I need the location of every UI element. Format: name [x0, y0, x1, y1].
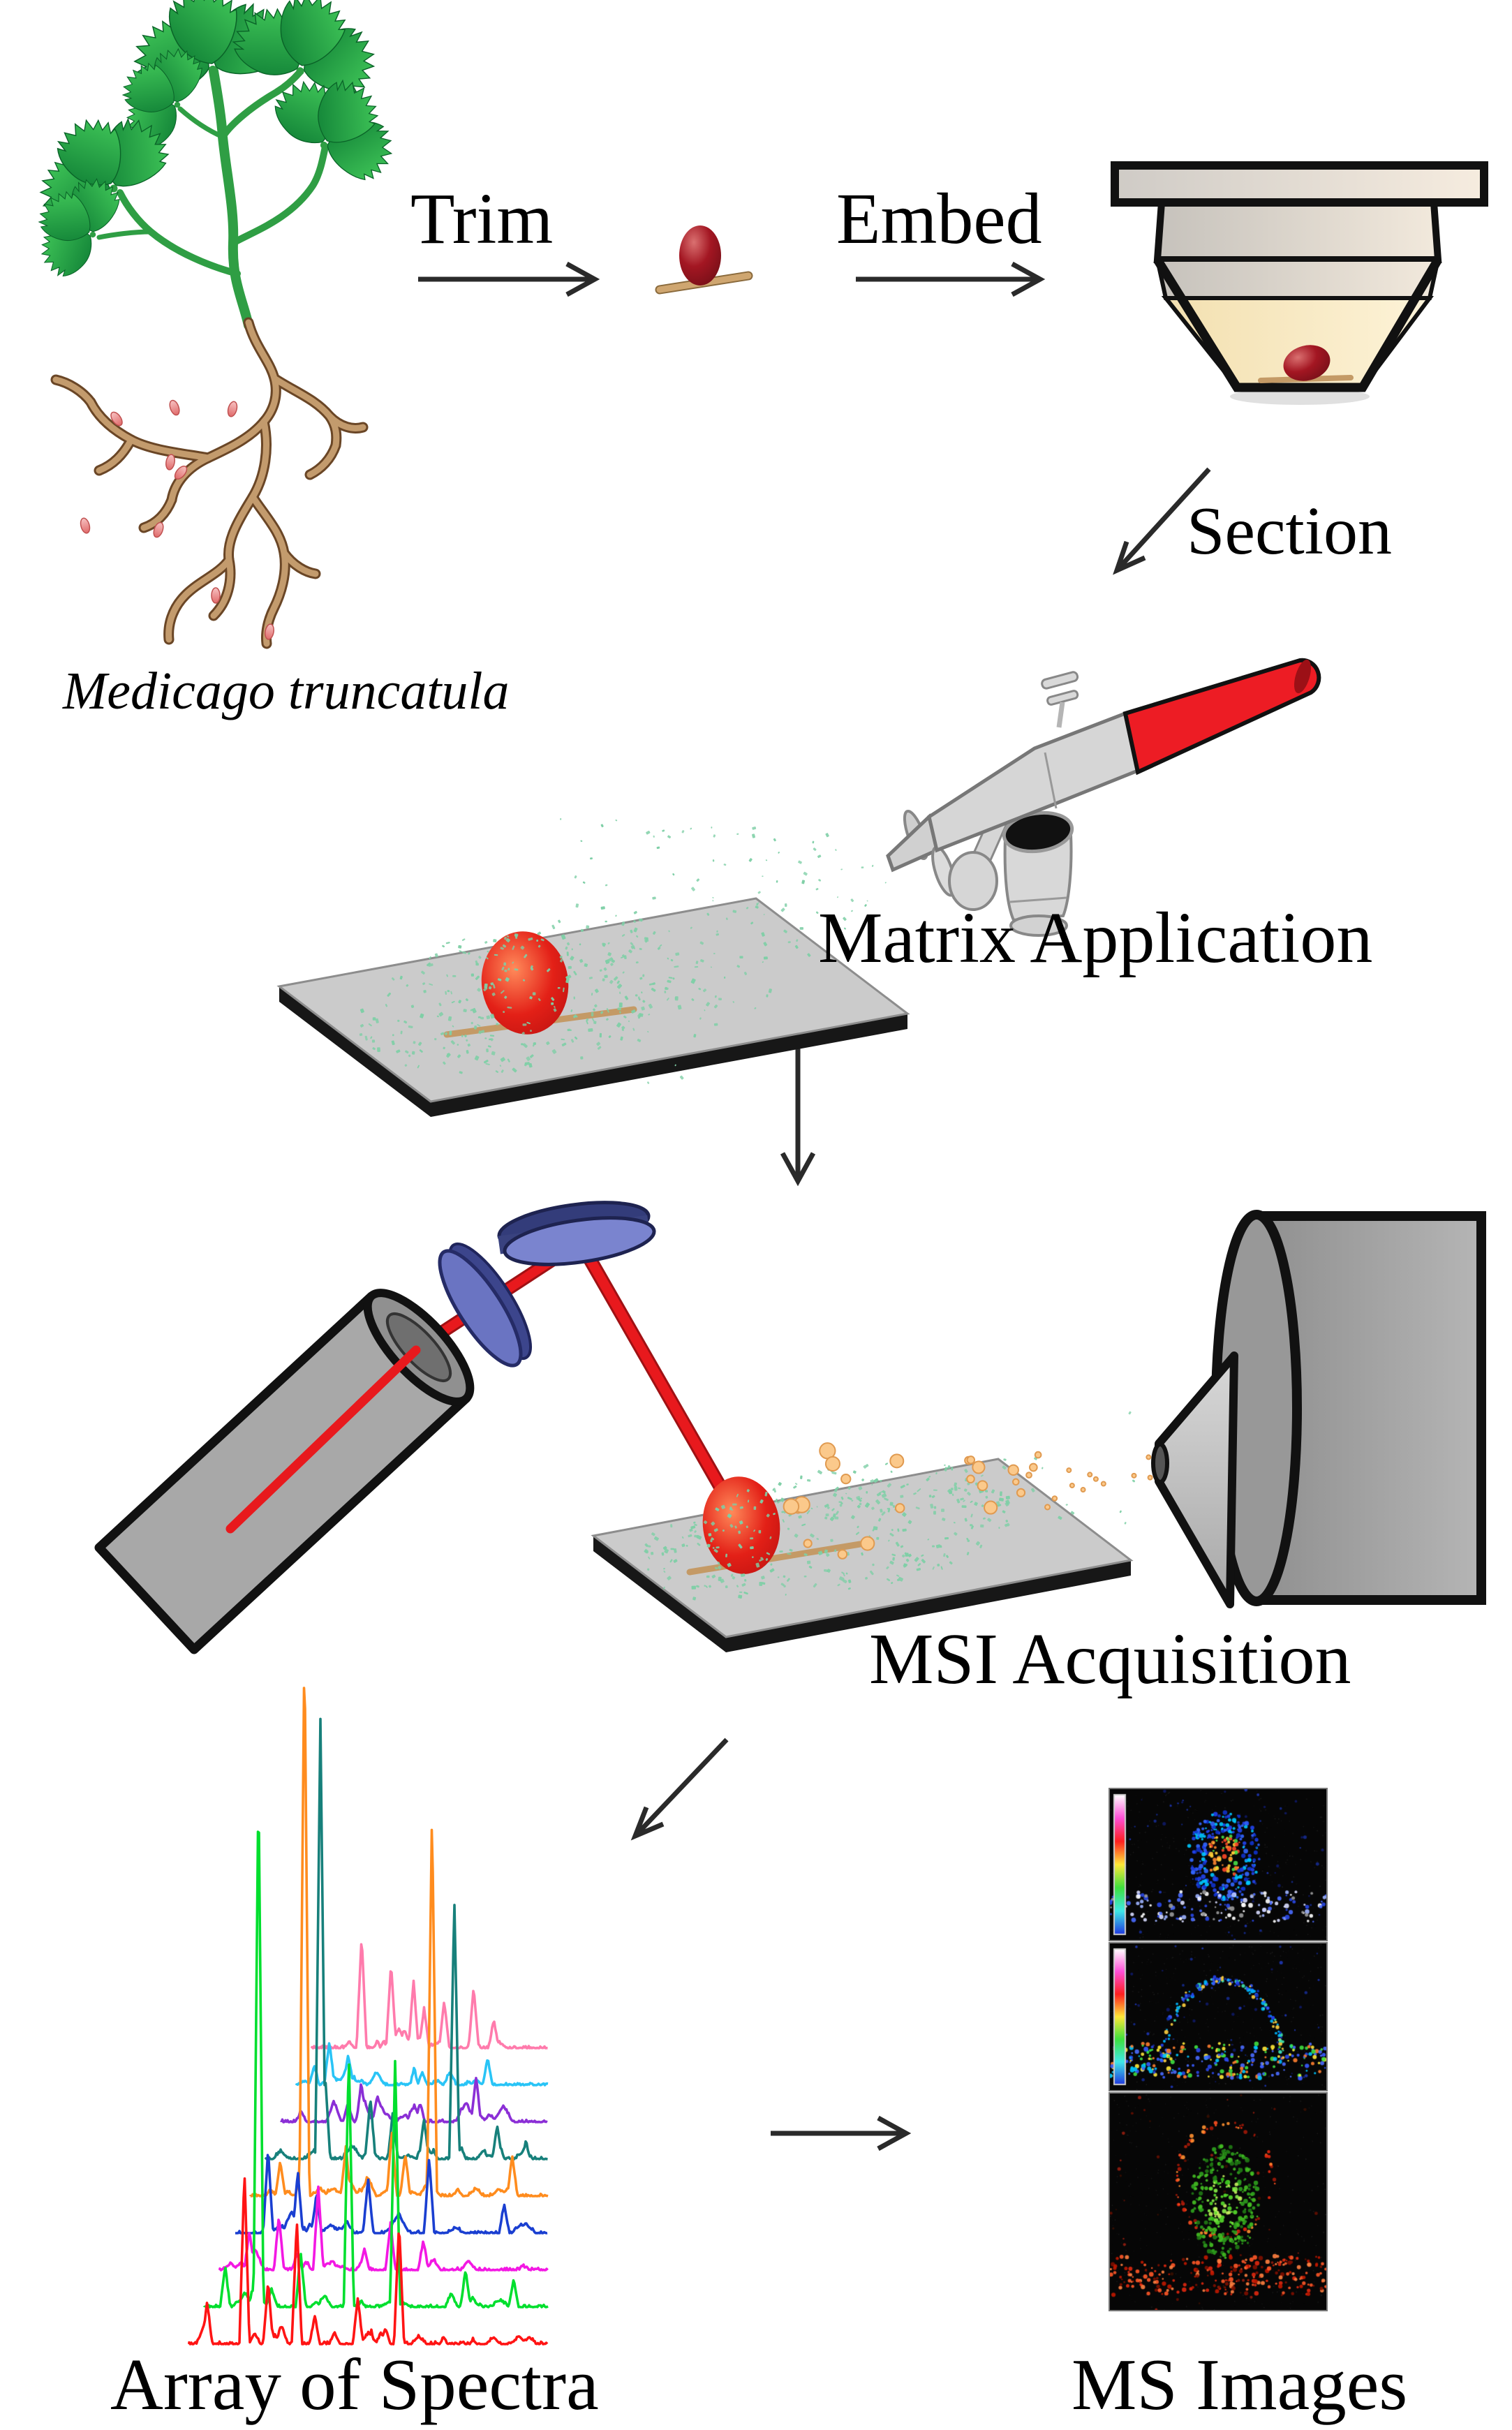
section-arrow [1113, 467, 1211, 575]
airbrush [886, 658, 1321, 937]
embedding-mold [1111, 161, 1488, 405]
ms-images-arrow [771, 2115, 912, 2151]
inlet-orifice [1151, 1442, 1169, 1484]
laser-source [94, 1289, 475, 1654]
step-label-msi-acquisition: MSI Acquisition [869, 1619, 1351, 1699]
step-label-section: Section [1187, 494, 1392, 569]
inlet-cone [1155, 1351, 1238, 1608]
step-label-ms-images: MS Images [1072, 2343, 1408, 2425]
ms-inlet [1151, 1210, 1486, 1608]
spectrum-9 [188, 2177, 549, 2346]
leaf-clusters [8, 0, 424, 297]
ms-image-ion1 [1109, 1788, 1328, 1941]
ms-image-ion2 [1109, 1942, 1328, 2091]
spectrum-3 [280, 2077, 548, 2124]
airbrush-handle [1122, 658, 1321, 776]
matrix-down-arrow [780, 1047, 816, 1187]
spectra-arrow [630, 1738, 729, 1841]
root-system [50, 317, 369, 649]
steering-mirror [497, 1201, 656, 1266]
spectrum-7 [218, 2185, 549, 2272]
ablation-droplets [783, 1411, 1153, 1560]
airbrush-cup [1002, 810, 1074, 937]
trim-arrow [418, 261, 600, 297]
step-label-array-of-spectra: Array of Spectra [110, 2343, 599, 2425]
matrix-spray-dots [359, 817, 887, 1084]
trimmed-nodule [655, 225, 753, 295]
embed-arrow [856, 261, 1046, 297]
airbrush-knob [1041, 671, 1079, 728]
spectrum-8 [203, 1830, 549, 2309]
airbrush-valve [948, 851, 998, 911]
laser-beam-b [579, 1243, 748, 1531]
mold-shadow [1230, 388, 1370, 405]
step-label-matrix-application: Matrix Application [818, 898, 1373, 978]
airbrush-cup-opening [1002, 810, 1074, 854]
plant-stems [96, 66, 329, 330]
root-nodules [80, 399, 274, 640]
msi-matrix-dots [644, 1462, 1010, 1601]
matrix-slide [276, 897, 910, 1117]
flow-arrows [418, 261, 1211, 2151]
plant-illustration [8, 0, 424, 649]
airbrush-handle-endcap [1294, 659, 1312, 694]
msi-acquisition-setup [94, 1201, 1486, 1654]
spectrum-2 [295, 2042, 549, 2087]
spectra-array [188, 1687, 549, 2346]
organism-label: Medicago truncatula [63, 662, 510, 720]
ms-image-ion3 [1109, 2092, 1328, 2311]
mold-lip [1111, 161, 1488, 207]
matrix-slide-nodule [481, 931, 569, 1035]
focusing-lens [438, 1242, 533, 1368]
step-label-embed: Embed [836, 179, 1042, 259]
step-label-trim: Trim [410, 179, 554, 259]
mold-nodule [1283, 345, 1331, 381]
